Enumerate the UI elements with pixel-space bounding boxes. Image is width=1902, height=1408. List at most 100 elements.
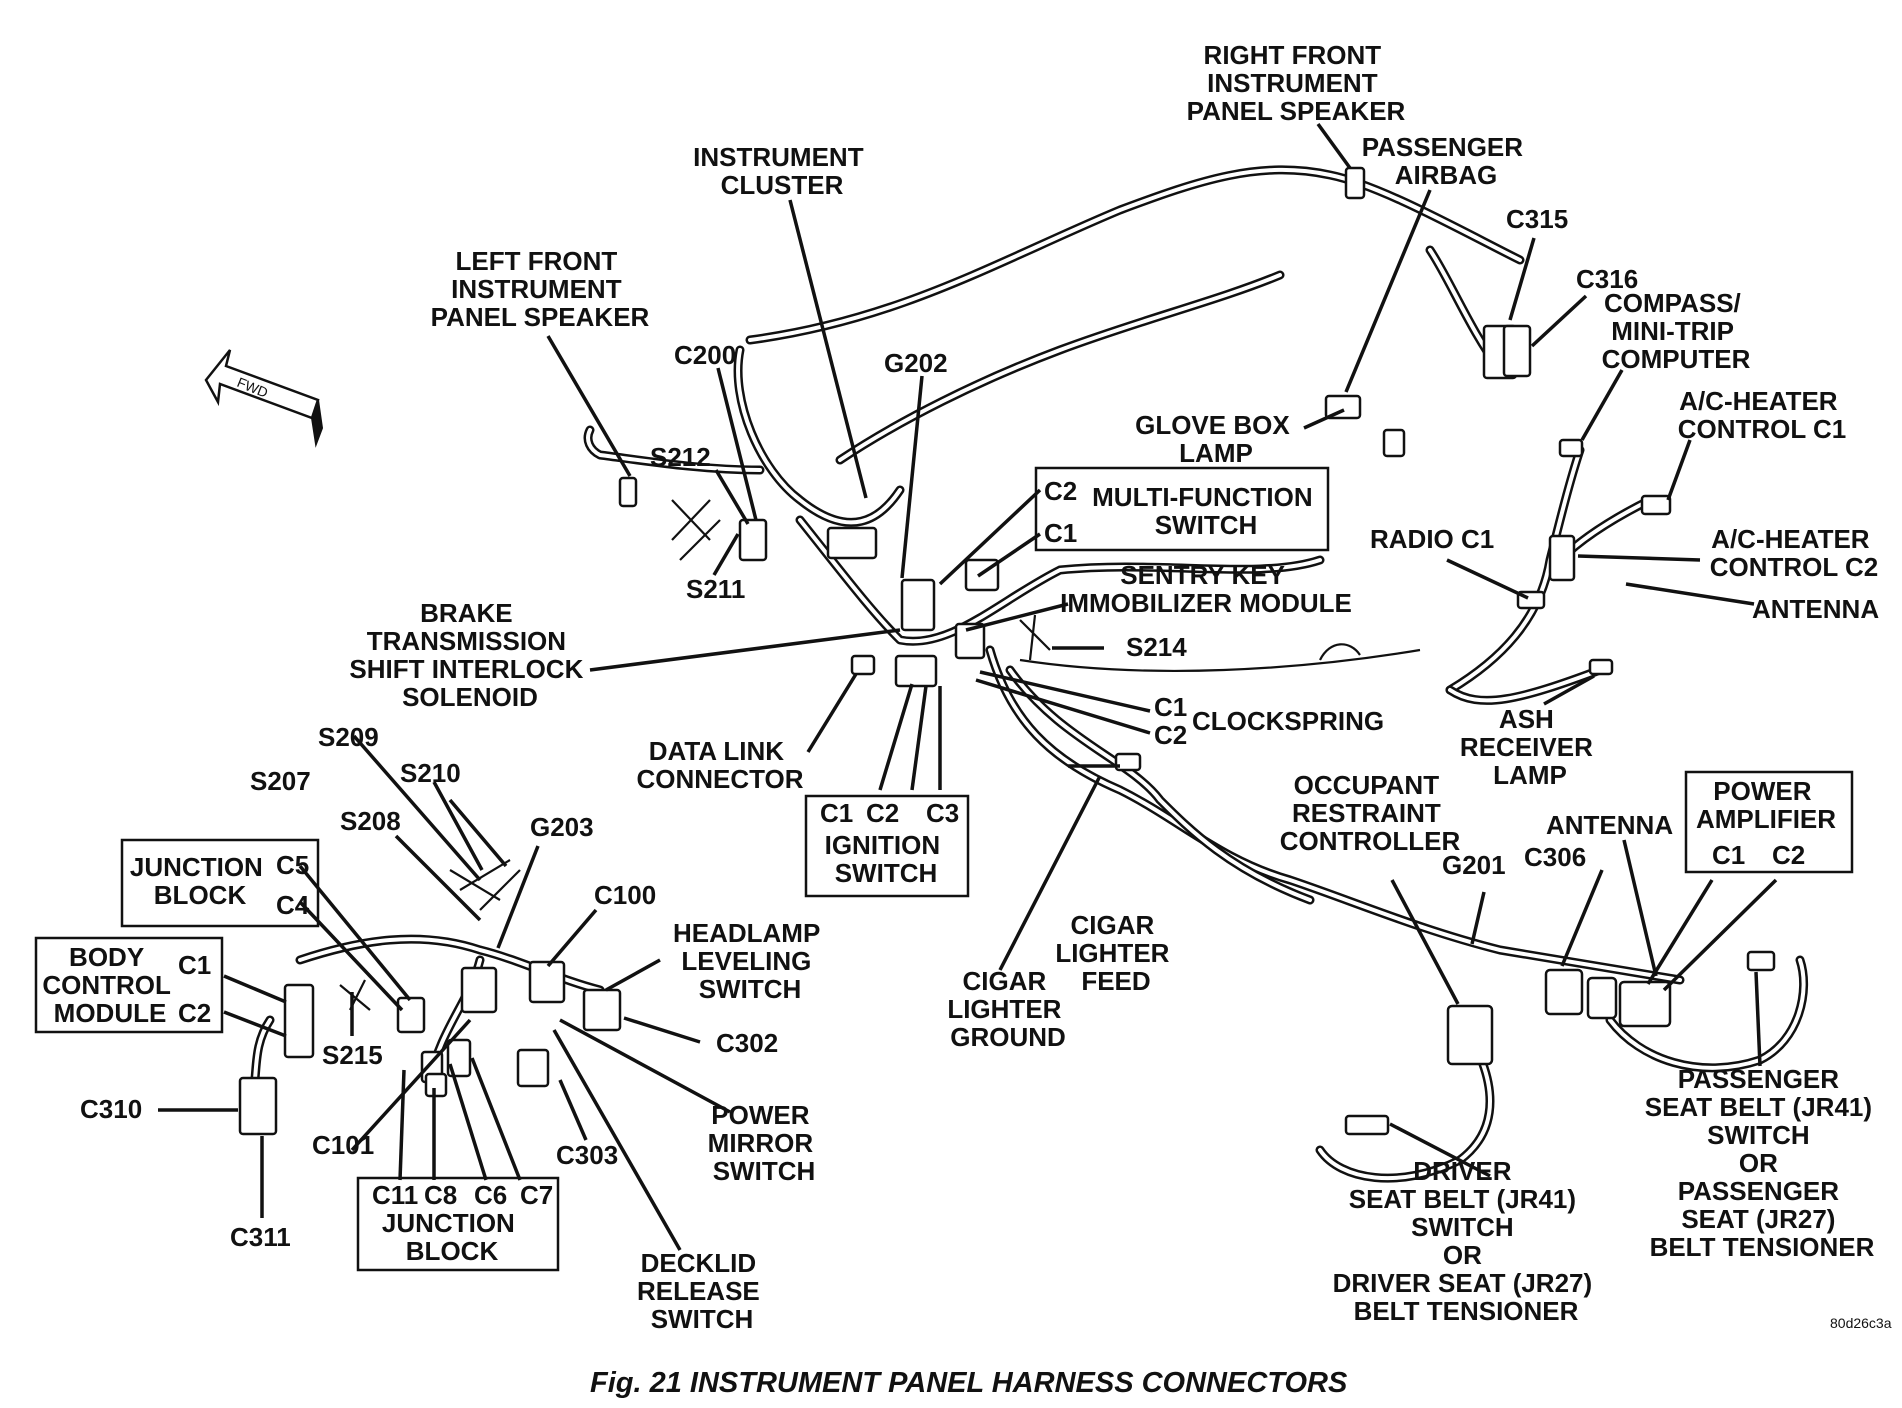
label-mfs-c2: C2 bbox=[1044, 476, 1077, 506]
instrument-cluster-connector bbox=[826, 526, 878, 560]
bcm-connector bbox=[283, 983, 315, 1059]
right-speaker-connector bbox=[1344, 166, 1366, 200]
ash-lamp-connector bbox=[1588, 658, 1614, 676]
driver-seat-connector bbox=[1344, 1114, 1390, 1136]
label-boxes bbox=[34, 466, 1854, 1272]
amplifier-connector bbox=[1618, 980, 1672, 1028]
c316-connector bbox=[1502, 324, 1532, 378]
label-ign-c3: C3 bbox=[926, 798, 959, 828]
cigar-lighter-connector bbox=[1114, 752, 1142, 772]
label-jbb-c7: C7 bbox=[520, 1180, 553, 1210]
label-jbb-c8: C8 bbox=[424, 1180, 457, 1210]
fwd-arrow: FWD bbox=[204, 349, 324, 448]
label-s211: S211 bbox=[686, 574, 745, 604]
label-jb-c4: C4 bbox=[276, 890, 310, 920]
bcm-box bbox=[34, 936, 224, 1034]
label-c200: C200 bbox=[674, 340, 736, 370]
reference-code: 80d26c3a bbox=[1830, 1315, 1892, 1331]
label-decklid: DECKLID RELEASE SWITCH bbox=[637, 1248, 767, 1334]
label-s212: S212 bbox=[650, 442, 711, 472]
label-cigar-lighter-feed: CIGAR LIGHTER FEED bbox=[1055, 910, 1176, 996]
c303-connector bbox=[516, 1048, 550, 1088]
label-s210: S210 bbox=[400, 758, 461, 788]
label-passenger-airbag: PASSENGER AIRBAG bbox=[1362, 132, 1531, 190]
glove-box-lamp-connector bbox=[1382, 428, 1406, 458]
sentry-key-connector bbox=[954, 622, 986, 660]
label-c306: C306 bbox=[1524, 842, 1586, 872]
ignition-box bbox=[804, 794, 970, 898]
label-c101: C101 bbox=[312, 1130, 374, 1160]
label-ign-c1: C1 bbox=[820, 798, 853, 828]
compass-connector bbox=[1558, 438, 1584, 458]
power-amp-box bbox=[1684, 770, 1854, 874]
connectors bbox=[238, 166, 1776, 1136]
label-junction-block-top: JUNCTION BLOCK bbox=[130, 852, 270, 910]
label-sentry-key: SENTRY KEY IMMOBILIZER MODULE bbox=[1060, 560, 1352, 618]
data-link-connector bbox=[850, 654, 876, 676]
label-mfs-c1: C1 bbox=[1044, 518, 1077, 548]
label-amp-c2: C2 bbox=[1772, 840, 1805, 870]
label-driver-seat: DRIVER SEAT BELT (JR41) SWITCH OR DRIVER… bbox=[1333, 1156, 1600, 1326]
label-antenna-right: ANTENNA bbox=[1752, 594, 1879, 624]
label-s215: S215 bbox=[322, 1040, 383, 1070]
labels: RIGHT FRONT INSTRUMENT PANEL SPEAKER PAS… bbox=[42, 40, 1879, 1334]
c100-mate-connector bbox=[528, 960, 566, 1004]
label-junction-block-bottom: JUNCTION BLOCK bbox=[382, 1208, 522, 1266]
ignition-connector bbox=[900, 578, 936, 632]
label-power-amp: POWER AMPLIFIER bbox=[1696, 776, 1836, 834]
passenger-seat-connector bbox=[1746, 950, 1776, 972]
label-cs-c1: C1 bbox=[1154, 692, 1187, 722]
junction-block-c5-c4 bbox=[396, 996, 426, 1034]
label-radio-c1: RADIO C1 bbox=[1370, 524, 1494, 554]
label-clockspring: CLOCKSPRING bbox=[1192, 706, 1384, 736]
occupant-restraint-connector bbox=[1446, 1004, 1494, 1066]
label-jbb-c11: C11 bbox=[372, 1180, 418, 1210]
label-bcm: BODY CONTROL MODULE bbox=[42, 942, 177, 1028]
label-c315: C315 bbox=[1506, 204, 1568, 234]
label-g203: G203 bbox=[530, 812, 594, 842]
label-compass: COMPASS/ MINI-TRIP COMPUTER bbox=[1602, 288, 1751, 374]
label-s207: S207 bbox=[250, 766, 311, 796]
label-ignition-switch: IGNITION SWITCH bbox=[825, 830, 948, 888]
label-ac-heater-c2: A/C-HEATER CONTROL C2 bbox=[1710, 524, 1879, 582]
jb-c6-connector bbox=[446, 1038, 472, 1078]
ac-heater-c1-connector bbox=[1640, 494, 1672, 516]
label-bcm-c1: C1 bbox=[178, 950, 211, 980]
junction-block-bottom-box bbox=[356, 1176, 560, 1272]
label-ash-receiver: ASH RECEIVER LAMP bbox=[1460, 704, 1600, 790]
headlamp-leveling-connector bbox=[582, 988, 622, 1032]
c306-mate-connector bbox=[1586, 976, 1618, 1020]
label-headlamp-leveling: HEADLAMP LEVELING SWITCH bbox=[673, 918, 827, 1004]
label-left-front-speaker: LEFT FRONT INSTRUMENT PANEL SPEAKER bbox=[431, 246, 650, 332]
label-btsi: BRAKE TRANSMISSION SHIFT INTERLOCK SOLEN… bbox=[349, 598, 590, 712]
label-right-front-speaker: RIGHT FRONT INSTRUMENT PANEL SPEAKER bbox=[1187, 40, 1406, 126]
label-s209: S209 bbox=[318, 722, 379, 752]
label-s214: S214 bbox=[1126, 632, 1187, 662]
label-g201: G201 bbox=[1442, 850, 1506, 880]
label-bcm-c2: C2 bbox=[178, 998, 211, 1028]
label-c100: C100 bbox=[594, 880, 656, 910]
label-glove-box-lamp: GLOVE BOX LAMP bbox=[1135, 410, 1297, 468]
label-amp-c1: C1 bbox=[1712, 840, 1745, 870]
label-c303: C303 bbox=[556, 1140, 618, 1170]
ac-heater-c2-connector bbox=[1548, 534, 1576, 582]
label-jb-c5: C5 bbox=[276, 850, 309, 880]
label-cs-c2: C2 bbox=[1154, 720, 1187, 750]
label-cigar-lighter-ground: CIGAR LIGHTER GROUND bbox=[947, 966, 1068, 1052]
mfs-box bbox=[1034, 466, 1330, 552]
c310-c311-connector bbox=[238, 1076, 278, 1136]
label-jbb-c6: C6 bbox=[474, 1180, 507, 1210]
label-antenna-lower: ANTENNA bbox=[1546, 810, 1673, 840]
label-data-link: DATA LINK CONNECTOR bbox=[636, 736, 803, 794]
label-ac-heater-c1: A/C-HEATER CONTROL C1 bbox=[1678, 386, 1847, 444]
label-c310: C310 bbox=[80, 1094, 142, 1124]
label-passenger-seat: PASSENGER SEAT BELT (JR41) SWITCH OR PAS… bbox=[1645, 1064, 1880, 1262]
label-occupant-restraint: OCCUPANT RESTRAINT CONTROLLER bbox=[1280, 770, 1461, 856]
jb-c8-connector bbox=[424, 1072, 448, 1098]
c100-connector bbox=[460, 966, 498, 1014]
label-c316: C316 bbox=[1576, 264, 1638, 294]
junction-block-top-box bbox=[120, 838, 320, 928]
label-ign-c2: C2 bbox=[866, 798, 899, 828]
label-mfs: MULTI-FUNCTION SWITCH bbox=[1092, 482, 1320, 540]
